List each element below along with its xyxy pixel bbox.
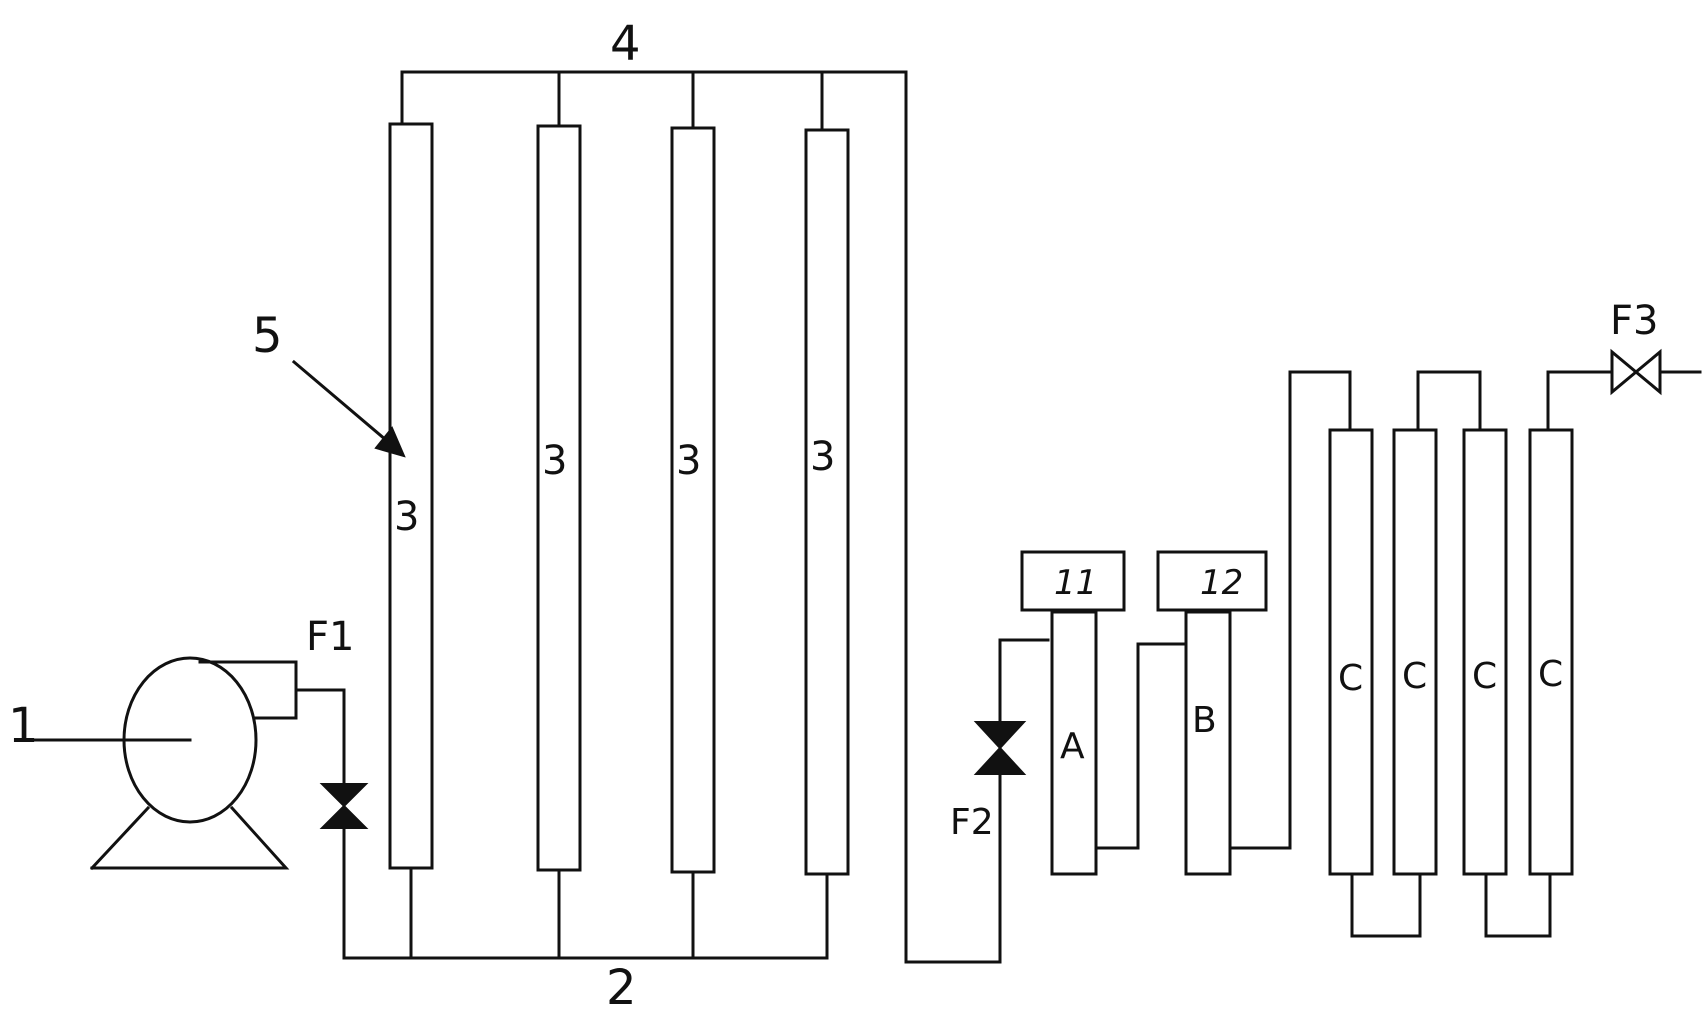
- valve-f1-label: F1: [306, 614, 354, 660]
- column-3-2-label: 3: [542, 438, 567, 484]
- valve-f3-icon: [1610, 348, 1662, 396]
- column-a-label: A: [1060, 726, 1085, 767]
- column-c-4-label: C: [1538, 654, 1563, 695]
- valve-f1-icon: [319, 783, 369, 829]
- column-3-2: [536, 124, 582, 872]
- column-c-3: [1462, 428, 1508, 876]
- box-11-label: 11: [1054, 563, 1097, 603]
- column-3-1: [388, 122, 434, 870]
- column-3-1-label: 3: [394, 494, 419, 540]
- column-c-3-label: C: [1472, 656, 1497, 697]
- column-3-4: [804, 128, 850, 876]
- pipe-a-b: [1094, 642, 1188, 850]
- pump: [16, 656, 298, 871]
- column-3-4-label: 3: [810, 434, 835, 480]
- column-3-3-label: 3: [676, 438, 701, 484]
- column-a: [1050, 610, 1098, 876]
- box-12-label: 12: [1200, 563, 1243, 603]
- bottom-manifold: [409, 866, 829, 960]
- box-12: [1156, 550, 1268, 612]
- column-3-3: [670, 126, 716, 874]
- column-b-label: B: [1192, 700, 1217, 741]
- box-11: [1020, 550, 1126, 612]
- pipe-b-c: [1228, 370, 1352, 850]
- pump-label: 1: [8, 698, 39, 754]
- top-manifold-label: 4: [610, 16, 641, 72]
- column-c-2: [1392, 428, 1438, 876]
- top-manifold: [400, 70, 908, 964]
- arrow-5-label: 5: [252, 308, 283, 364]
- arrow-5: [291, 359, 406, 458]
- column-c-1-label: C: [1338, 658, 1363, 699]
- valve-f2-icon: [973, 721, 1027, 775]
- column-b: [1184, 610, 1232, 876]
- column-c-2-label: C: [1402, 656, 1427, 697]
- column-c-4: [1528, 428, 1574, 876]
- bottom-manifold-label: 2: [606, 960, 637, 1016]
- valve-f2-label: F2: [950, 802, 994, 843]
- column-c-1: [1328, 428, 1374, 876]
- transfer-pipe: [904, 638, 1050, 964]
- valve-f3-label: F3: [1610, 298, 1658, 344]
